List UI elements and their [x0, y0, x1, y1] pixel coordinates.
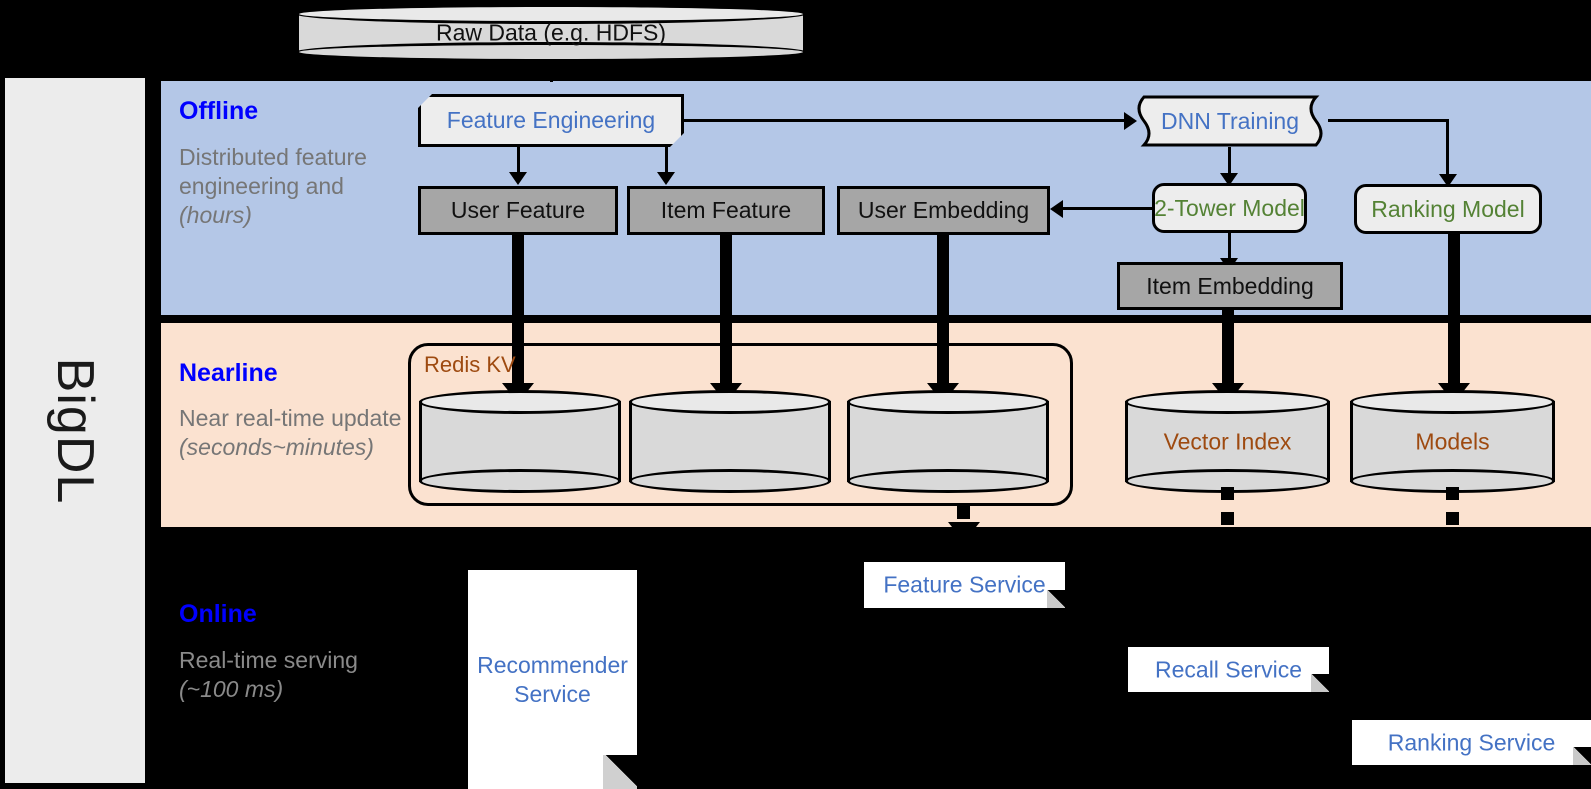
connector-dnn-twotower	[1228, 147, 1231, 174]
page-fold-icon	[1047, 590, 1065, 608]
recall-service-doc[interactable]: Recall Service	[1128, 647, 1329, 692]
dash-models-2	[1446, 512, 1459, 525]
two-tower-model-label: 2-Tower Model	[1154, 194, 1305, 221]
nearline-subtitle: Near real-time update (seconds~minutes)	[179, 404, 411, 462]
user-embedding-box[interactable]: User Embedding	[837, 186, 1050, 235]
cylinder-top	[419, 390, 621, 414]
bigdl-sidebar-label: BigDL	[46, 357, 104, 504]
nearline-title: Nearline	[179, 359, 278, 387]
cylinder-bottom	[847, 469, 1049, 493]
dnn-training-box[interactable]: DNN Training	[1132, 95, 1328, 147]
recall-service-label: Recall Service	[1155, 656, 1302, 682]
models-cylinder[interactable]: Models	[1350, 390, 1555, 493]
feature-service-doc[interactable]: Feature Service	[864, 562, 1065, 608]
feature-engineering-box[interactable]: Feature Engineering	[418, 94, 684, 147]
item-embedding-label: Item Embedding	[1146, 272, 1314, 299]
dnn-training-shape	[1137, 95, 1323, 147]
arrowhead-fe-dnn	[1124, 112, 1137, 130]
connector-fe-userfeature	[517, 147, 520, 173]
dash-vectorindex-2	[1221, 512, 1234, 525]
cylinder-top	[296, 4, 806, 24]
item-feature-label: Item Feature	[660, 197, 792, 223]
dash-redis-featureservice	[957, 506, 970, 519]
recommender-service-label: Recommender Service	[477, 651, 628, 707]
redis-kv-container	[408, 343, 1073, 506]
redis-store-1-cylinder[interactable]	[419, 390, 621, 493]
online-subtitle-italic: (~100 ms)	[179, 676, 284, 702]
pipe-user-feature	[512, 235, 524, 390]
nearline-subtitle-text: Near real-time update	[179, 405, 402, 431]
feature-service-label: Feature Service	[883, 571, 1046, 598]
page-fold-icon	[603, 755, 637, 789]
bigdl-sidebar: BigDL	[5, 78, 145, 783]
item-feature-box[interactable]: Item Feature	[627, 186, 825, 235]
connector-fe-dnn	[684, 119, 1124, 122]
pipe-user-embedding	[937, 235, 949, 390]
arrowhead-fe-itemfeature	[657, 172, 675, 185]
cylinder-bottom	[419, 469, 621, 493]
arrowhead-twotower-userembedding	[1050, 200, 1063, 218]
user-feature-label: User Feature	[450, 197, 586, 223]
feature-engineering-label: Feature Engineering	[446, 107, 656, 133]
page-fold-icon	[1311, 674, 1329, 692]
recommender-service-doc[interactable]: Recommender Service	[468, 570, 637, 789]
dnn-training-label: DNN Training	[1160, 107, 1300, 134]
raw-data-cylinder: Raw Data (e.g. HDFS)	[296, 4, 806, 62]
dash-models-1	[1446, 487, 1459, 500]
connector-twotower-itemembedding	[1228, 233, 1231, 259]
vector-index-label: Vector Index	[1163, 428, 1292, 454]
offline-title: Offline	[179, 97, 259, 125]
two-tower-model-box[interactable]: 2-Tower Model	[1152, 183, 1307, 233]
cylinder-top	[1125, 390, 1330, 414]
cylinder-top	[1350, 390, 1555, 414]
cylinder-bottom	[629, 469, 831, 493]
user-embedding-label: User Embedding	[857, 197, 1030, 223]
offline-subtitle: Distributed feature engineering and (hou…	[179, 143, 394, 230]
online-subtitle-text: Real-time serving	[179, 647, 358, 673]
pipe-item-feature	[720, 235, 732, 390]
nearline-subtitle-italic: (seconds~minutes)	[179, 434, 374, 460]
pipe-ranking-model	[1448, 234, 1460, 389]
cylinder-bottom	[296, 42, 806, 62]
connector-dnn-ranking-h	[1328, 119, 1449, 122]
cylinder-top	[847, 390, 1049, 414]
item-embedding-box[interactable]: Item Embedding	[1117, 262, 1343, 310]
connector-fe-itemfeature	[665, 147, 668, 173]
redis-store-2-cylinder[interactable]	[629, 390, 831, 493]
ranking-model-label: Ranking Model	[1371, 195, 1525, 222]
vector-index-cylinder[interactable]: Vector Index	[1125, 390, 1330, 493]
offline-subtitle-text: Distributed feature engineering and	[179, 144, 367, 199]
connector-dnn-ranking-v	[1446, 119, 1449, 175]
ranking-service-doc[interactable]: Ranking Service	[1352, 720, 1591, 765]
dash-vectorindex-1	[1221, 487, 1234, 500]
online-title: Online	[179, 600, 257, 628]
redis-kv-label: Redis KV	[424, 352, 516, 377]
page-fold-icon	[1573, 747, 1591, 765]
arrowhead-rawdata-fe	[535, 62, 567, 82]
offline-subtitle-italic: (hours)	[179, 202, 252, 228]
connector-twotower-userembedding	[1063, 207, 1153, 210]
ranking-model-box[interactable]: Ranking Model	[1354, 184, 1542, 234]
raw-data-label: Raw Data (e.g. HDFS)	[435, 19, 667, 46]
models-label: Models	[1415, 428, 1490, 454]
arrowhead-redis-featureservice	[948, 522, 980, 542]
arrowhead-fe-userfeature	[509, 172, 527, 185]
arrowhead-dnn-twotower	[1220, 173, 1238, 186]
user-feature-box[interactable]: User Feature	[418, 186, 618, 235]
ranking-service-label: Ranking Service	[1387, 729, 1556, 755]
online-subtitle: Real-time serving (~100 ms)	[179, 646, 359, 704]
redis-store-3-cylinder[interactable]	[847, 390, 1049, 493]
cylinder-top	[629, 390, 831, 414]
pipe-item-embedding	[1222, 310, 1234, 390]
arrowhead-dnn-ranking	[1439, 174, 1457, 187]
